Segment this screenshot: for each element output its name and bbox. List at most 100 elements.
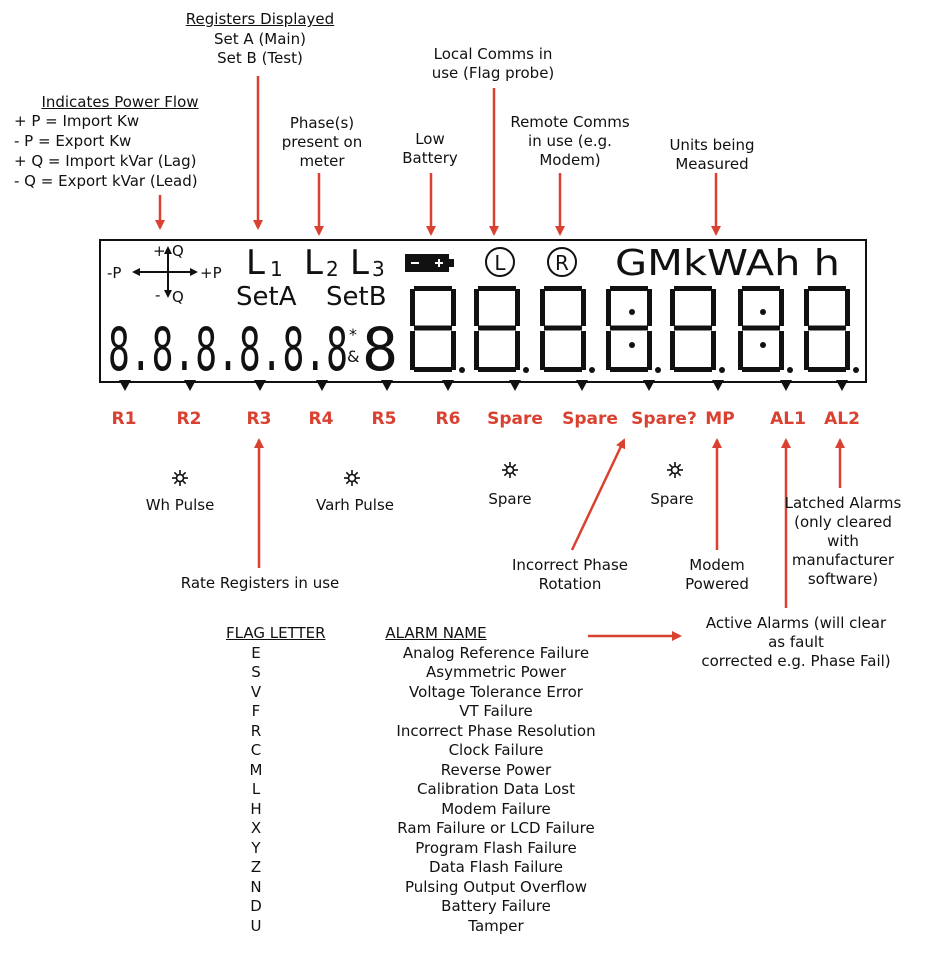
segment [540,289,545,326]
phase-l1: L [246,243,265,283]
marker-triangle [780,380,792,391]
colon-dot [760,342,766,348]
latched-alarms-callout: Latched Alarms (only cleared with manufa… [784,494,902,588]
table-row: H Modem Failure [226,800,646,820]
local-comms-icon [485,247,515,277]
phase-l3: L [350,243,369,283]
set-b-label: SetB [326,282,387,312]
low-battery-callout: Low Battery [402,130,458,167]
flag-letter: U [250,916,262,935]
power-flow-line-1: + P = Import Kw [14,112,140,130]
alarm-name: Ram Failure or LCD Failure [397,819,595,837]
pulse-star-icon [344,470,360,486]
alarm-name: Asymmetric Power [426,663,566,681]
table-row: V Voltage Tolerance Error [226,683,646,703]
marker-triangle [836,380,848,391]
marker-mp: MP [705,409,735,429]
phase-l3-sub: 3 [372,257,385,281]
phase-l2: L [304,243,323,283]
alarm-name: Pulsing Output Overflow [404,877,588,896]
alarm-name: VT Failure [459,702,533,720]
segment [540,331,545,370]
flag-letter: F [251,702,261,720]
segment [674,367,712,372]
flag-letter: E [251,643,261,662]
decimal-point [787,367,793,373]
alarm-table-header: FLAG LETTER ALARM NAME [226,624,646,644]
marker-r2: R2 [176,409,202,429]
flag-letter: C [250,741,262,759]
marker-r4: R4 [308,409,334,429]
flag-letter: V [250,682,262,701]
table-row: X Ram Failure or LCD Failure [226,819,646,839]
q-label-bottom: Q [172,288,184,306]
flag-letter: R [250,721,262,740]
phase-l2-sub: 2 [326,257,339,281]
set-a-label: SetA [236,282,297,312]
alarm-name: Program Flash Failure [415,838,577,857]
alarm-name: Calibration Data Lost [417,780,575,798]
segment [845,289,850,326]
segment [610,286,648,291]
flag-letter: X [250,819,262,837]
large-digit-row [410,286,859,373]
star-flag: * [349,325,357,344]
wh-pulse-label: Wh Pulse [145,496,215,514]
remote-comms-icon [547,247,577,277]
power-flow-line-3: + Q = Import kVar (Lag) [14,152,197,170]
segment [581,331,586,370]
segment [808,286,846,291]
marker-al2: AL2 [824,409,860,429]
segment [670,331,675,370]
segment [845,331,850,370]
marker-r1: R1 [111,409,137,429]
table-row: F VT Failure [226,702,646,722]
segment [474,289,479,326]
marker-triangles [119,380,848,391]
segment [804,331,809,370]
alarm-name: Data Flash Failure [428,858,563,876]
p-minus: -P [107,264,121,282]
table-row: R Incorrect Phase Resolution [226,722,646,742]
flag-letter: H [250,799,262,818]
segment [451,289,456,326]
q-minus: - [155,286,160,304]
flag-letter: Y [251,838,261,857]
lower-arrows [254,438,845,641]
phase-rotation-callout: Incorrect Phase Rotation [511,556,628,593]
power-flow-line-2: - P = Export Kw [14,132,132,150]
colon-dot [629,309,635,315]
phase-l1-sub: 1 [270,257,283,281]
segment [478,325,516,331]
segment [647,289,652,326]
alarm-name: Analog Reference Failure [402,643,590,662]
segment [451,331,456,370]
decimal-point [853,367,859,373]
p-plus: +P [200,264,222,282]
alarm-name: Incorrect Phase Resolution [396,721,596,740]
small-digit-row: 8.8.8.8.8.8 [108,315,348,385]
marker-triangle [712,380,724,391]
decimal-point [719,367,725,373]
alarm-name: Modem Failure [441,799,551,818]
colon-dot [760,309,766,315]
alarm-name: Voltage Tolerance Error [409,682,583,701]
alarm-name-header: ALARM NAME [385,624,487,642]
rate-registers-callout: Rate Registers in use [180,574,340,592]
decimal-point [589,367,595,373]
segment [711,331,716,370]
registers-body: Set A (Main) Set B (Test) [214,30,306,67]
segment [606,289,611,326]
alarm-table: FLAG LETTER ALARM NAME E Analog Reference… [226,624,646,936]
alarm-name: Reverse Power [440,760,552,779]
lcd-frame [99,239,867,383]
power-quadrant-icon [132,246,198,298]
top-arrows [155,76,721,236]
segment [544,325,582,331]
segment [515,289,520,326]
